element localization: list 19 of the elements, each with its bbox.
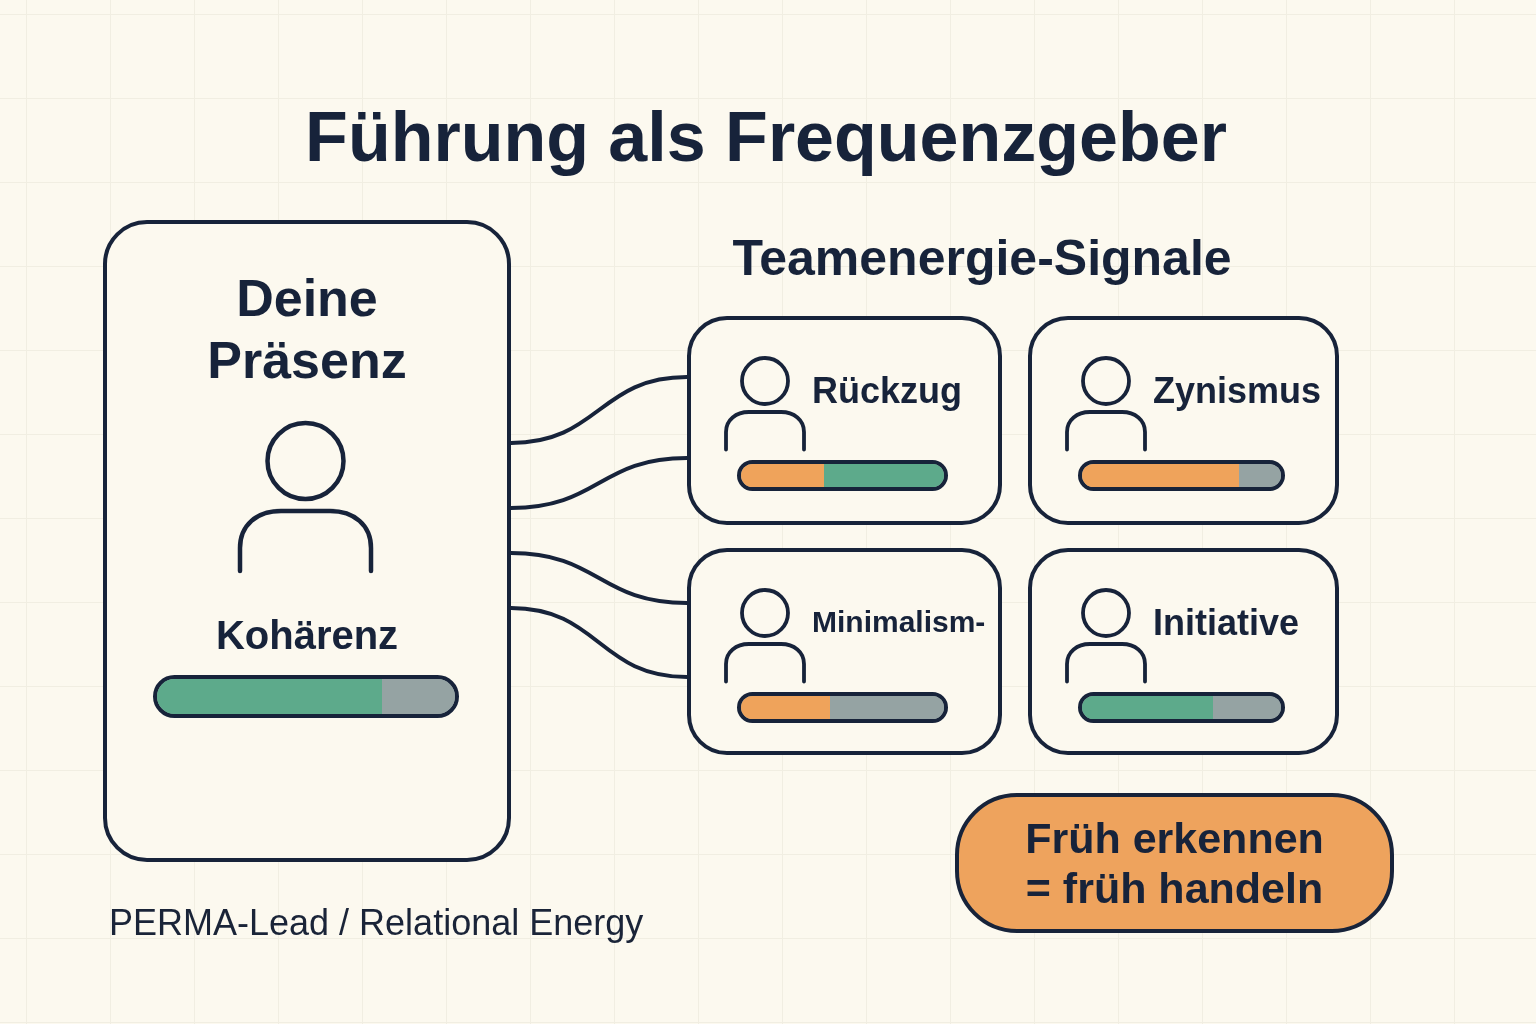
connector-curve	[510, 375, 688, 445]
panel-heading: Deine Präsenz	[207, 268, 407, 391]
signal-card	[687, 316, 1002, 525]
signal-name: Minimalism-	[812, 604, 986, 641]
signal-name: Initiative	[1153, 600, 1300, 645]
connector-curve	[510, 456, 688, 510]
signal-card	[1028, 316, 1339, 525]
connector-curve	[510, 551, 688, 605]
presence-panel	[103, 220, 511, 862]
connector-curve	[510, 606, 688, 679]
source-note: PERMA-Lead / Relational Energy	[109, 902, 644, 944]
section-heading: Teamenergie-Signale	[732, 229, 1232, 288]
bar-label: Kohärenz	[215, 612, 399, 659]
signal-card	[687, 548, 1002, 755]
signal-name: Zynismus	[1153, 368, 1322, 413]
callout-text: Früh erkennen = früh handeln	[1024, 813, 1325, 913]
signal-name: Rückzug	[812, 368, 962, 413]
diagram-title: Führung als Frequenzgeber	[305, 97, 1227, 177]
signal-card	[1028, 548, 1339, 755]
